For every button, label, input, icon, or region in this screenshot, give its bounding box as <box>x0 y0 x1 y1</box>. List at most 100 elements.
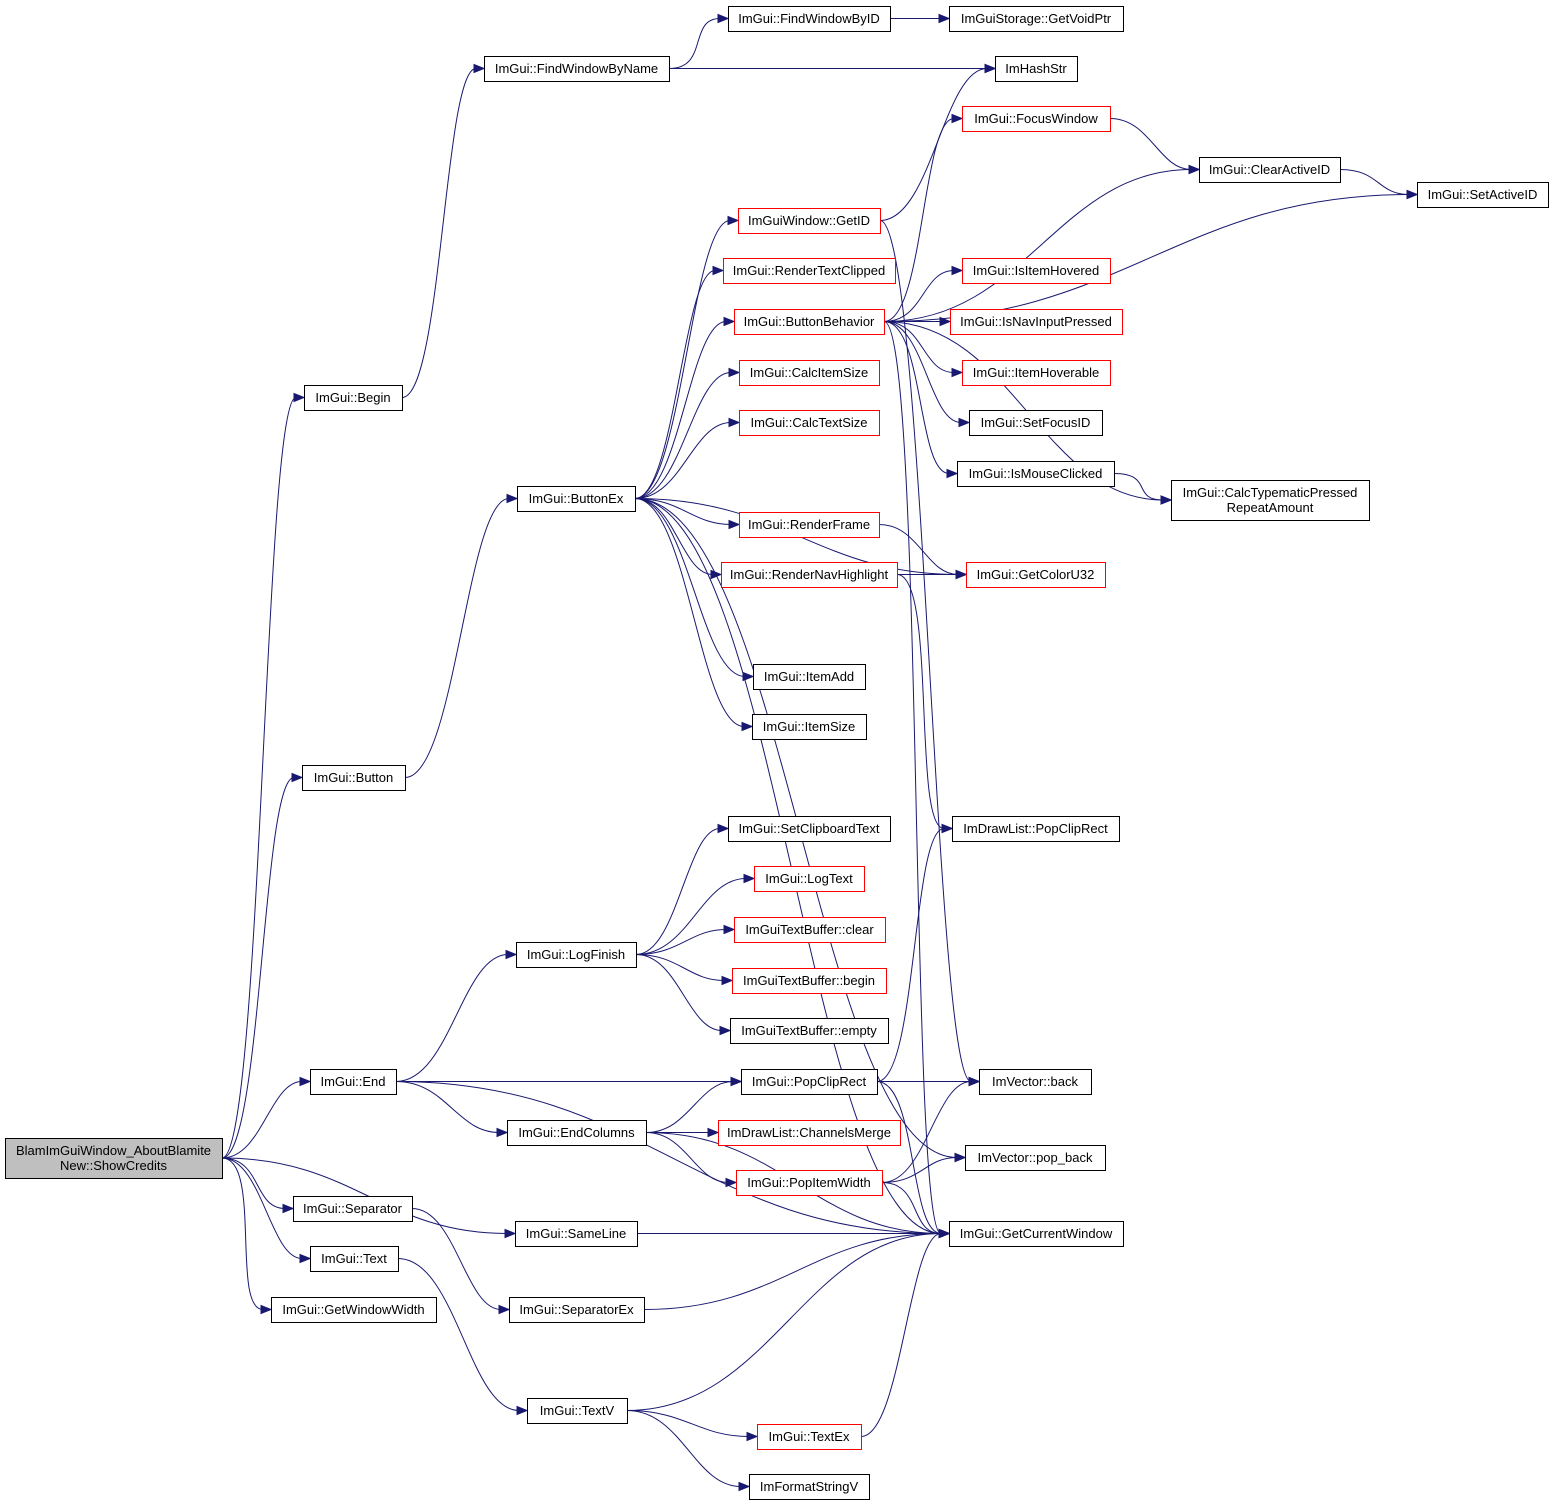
node-box <box>757 1424 862 1450</box>
node-label: ImGui::ClearActiveID <box>1209 162 1330 177</box>
node-box <box>271 1297 437 1323</box>
node-box <box>5 1138 223 1179</box>
node-tbclear[interactable]: ImGuiTextBuffer::clear <box>734 917 886 943</box>
node-isnavinputpressed[interactable]: ImGui::IsNavInputPressed <box>950 309 1123 335</box>
node-label: ImGui::IsMouseClicked <box>969 466 1103 481</box>
node-buttonex[interactable]: ImGui::ButtonEx <box>517 486 636 512</box>
call-edge-popitemwidth-to-getcurrentwindow <box>881 1182 942 1234</box>
node-logtext[interactable]: ImGui::LogText <box>754 866 865 892</box>
node-popcliprect[interactable]: ImGui::PopClipRect <box>741 1069 878 1095</box>
node-label: RepeatAmount <box>1227 500 1314 515</box>
node-label: ImGui::SeparatorEx <box>519 1302 634 1317</box>
edge-arrowhead <box>504 1228 517 1239</box>
node-box <box>962 360 1111 386</box>
node-box <box>739 360 880 386</box>
node-isitemhovered[interactable]: ImGui::IsItemHovered <box>962 258 1111 284</box>
node-root[interactable]: BlamImGuiWindow_AboutBlamiteNew::ShowCre… <box>5 1138 223 1179</box>
node-box <box>723 258 896 284</box>
node-imformatstringv[interactable]: ImFormatStringV <box>749 1474 870 1500</box>
node-getcoloru32[interactable]: ImGui::GetColorU32 <box>966 562 1106 588</box>
node-imhashstr[interactable]: ImHashStr <box>995 56 1078 82</box>
edge-arrowhead <box>938 13 951 24</box>
node-endcolumns[interactable]: ImGui::EndColumns <box>507 1120 647 1146</box>
call-edge-textv-to-imformatstringv <box>626 1410 742 1487</box>
edge-arrowhead <box>728 417 741 428</box>
node-text[interactable]: ImGui::Text <box>310 1246 399 1272</box>
node-setfocusid[interactable]: ImGui::SetFocusID <box>969 410 1103 436</box>
edge-arrowhead <box>742 671 755 682</box>
node-itemhoverable[interactable]: ImGui::ItemHoverable <box>962 360 1111 386</box>
node-label: ImGui::LogText <box>765 871 853 886</box>
node-button[interactable]: ImGui::Button <box>302 765 406 791</box>
node-label: ImGui::CalcTypematicPressed <box>1183 485 1358 500</box>
node-itemsize[interactable]: ImGui::ItemSize <box>752 714 867 740</box>
node-focuswindow[interactable]: ImGui::FocusWindow <box>962 106 1111 132</box>
node-box <box>509 1297 645 1323</box>
node-label: ImGui::RenderFrame <box>748 517 870 532</box>
edge-arrowhead <box>506 493 519 504</box>
node-separator[interactable]: ImGui::Separator <box>293 1196 413 1222</box>
node-label: ImGui::LogFinish <box>527 947 625 962</box>
edge-arrowhead <box>938 1228 951 1239</box>
edge-arrowhead <box>728 519 741 530</box>
call-edge-buttonbehavior-to-focuswindow <box>883 118 955 322</box>
call-edge-buttonex-to-buttonbehavior <box>634 321 727 499</box>
node-calctextsize[interactable]: ImGui::CalcTextSize <box>739 410 880 436</box>
node-box <box>302 765 406 791</box>
node-getcurrentwindow[interactable]: ImGui::GetCurrentWindow <box>949 1221 1124 1247</box>
node-box <box>736 1170 883 1196</box>
node-getwindowwidth[interactable]: ImGui::GetWindowWidth <box>271 1297 437 1323</box>
node-setclipboardtext[interactable]: ImGui::SetClipboardText <box>728 816 891 842</box>
node-getvoidptr[interactable]: ImGuiStorage::GetVoidPtr <box>949 6 1124 32</box>
node-textex[interactable]: ImGui::TextEx <box>757 1424 862 1450</box>
edge-arrowhead <box>723 924 736 935</box>
node-popitemwidth[interactable]: ImGui::PopItemWidth <box>736 1170 883 1196</box>
node-box <box>957 461 1115 487</box>
node-getid[interactable]: ImGuiWindow::GetID <box>738 208 881 234</box>
node-separatorex[interactable]: ImGui::SeparatorEx <box>509 1297 645 1323</box>
node-label: ImGui::GetColorU32 <box>977 567 1095 582</box>
call-edge-focuswindow-to-clearactiveid <box>1109 118 1192 170</box>
node-rendertextclipped[interactable]: ImGui::RenderTextClipped <box>723 258 896 284</box>
node-label: ImGui::SetActiveID <box>1428 187 1538 202</box>
node-renderframe[interactable]: ImGui::RenderFrame <box>739 512 880 538</box>
node-setactiveid[interactable]: ImGui::SetActiveID <box>1417 182 1549 208</box>
node-box <box>739 512 880 538</box>
node-label: ImGui::IsItemHovered <box>973 263 1099 278</box>
call-edge-logfinish-to-tbbegin <box>635 954 725 981</box>
node-channelsmerge[interactable]: ImDrawList::ChannelsMerge <box>718 1120 901 1146</box>
edge-arrowhead <box>730 1076 743 1087</box>
node-sameline[interactable]: ImGui::SameLine <box>515 1221 638 1247</box>
node-begin[interactable]: ImGui::Begin <box>304 385 403 411</box>
call-edge-root-to-text <box>221 1157 303 1259</box>
node-findwindowbyid[interactable]: ImGui::FindWindowByID <box>728 6 891 32</box>
edge-arrowhead <box>725 1177 738 1188</box>
node-calcitemsize[interactable]: ImGui::CalcItemSize <box>739 360 880 386</box>
node-ismouseclicked[interactable]: ImGui::IsMouseClicked <box>957 461 1115 487</box>
node-box <box>728 6 891 32</box>
node-buttonbehavior[interactable]: ImGui::ButtonBehavior <box>734 309 885 335</box>
node-logfinish[interactable]: ImGui::LogFinish <box>516 942 637 968</box>
node-clearactiveid[interactable]: ImGui::ClearActiveID <box>1199 157 1341 183</box>
node-dlpopcliprect[interactable]: ImDrawList::PopClipRect <box>952 816 1120 842</box>
node-label: ImGui::ItemHoverable <box>973 365 1099 380</box>
call-edge-buttonex-to-rendertextclipped <box>634 270 716 499</box>
node-tbempty[interactable]: ImGuiTextBuffer::empty <box>730 1018 889 1044</box>
node-label: ImGui::RenderNavHighlight <box>730 567 889 582</box>
node-findwindowbyname[interactable]: ImGui::FindWindowByName <box>484 56 670 82</box>
node-vecback[interactable]: ImVector::back <box>979 1069 1092 1095</box>
call-edge-buttonbehavior-to-ismouseclicked <box>883 321 950 474</box>
node-itemadd[interactable]: ImGui::ItemAdd <box>753 664 866 690</box>
edge-arrowhead <box>496 1127 509 1138</box>
node-label: ImGui::PopItemWidth <box>747 1175 871 1190</box>
node-box <box>1199 157 1341 183</box>
edge-layer <box>221 13 1419 1492</box>
node-textv[interactable]: ImGui::TextV <box>527 1398 628 1424</box>
node-tbbegin[interactable]: ImGuiTextBuffer::begin <box>732 968 887 994</box>
node-label: ImGuiTextBuffer::clear <box>745 922 874 937</box>
call-edge-endcolumns-to-popitemwidth <box>645 1132 729 1183</box>
node-end[interactable]: ImGui::End <box>310 1069 397 1095</box>
node-rendernavhighlight[interactable]: ImGui::RenderNavHighlight <box>721 562 898 588</box>
node-vecpopback[interactable]: ImVector::pop_back <box>965 1145 1106 1171</box>
